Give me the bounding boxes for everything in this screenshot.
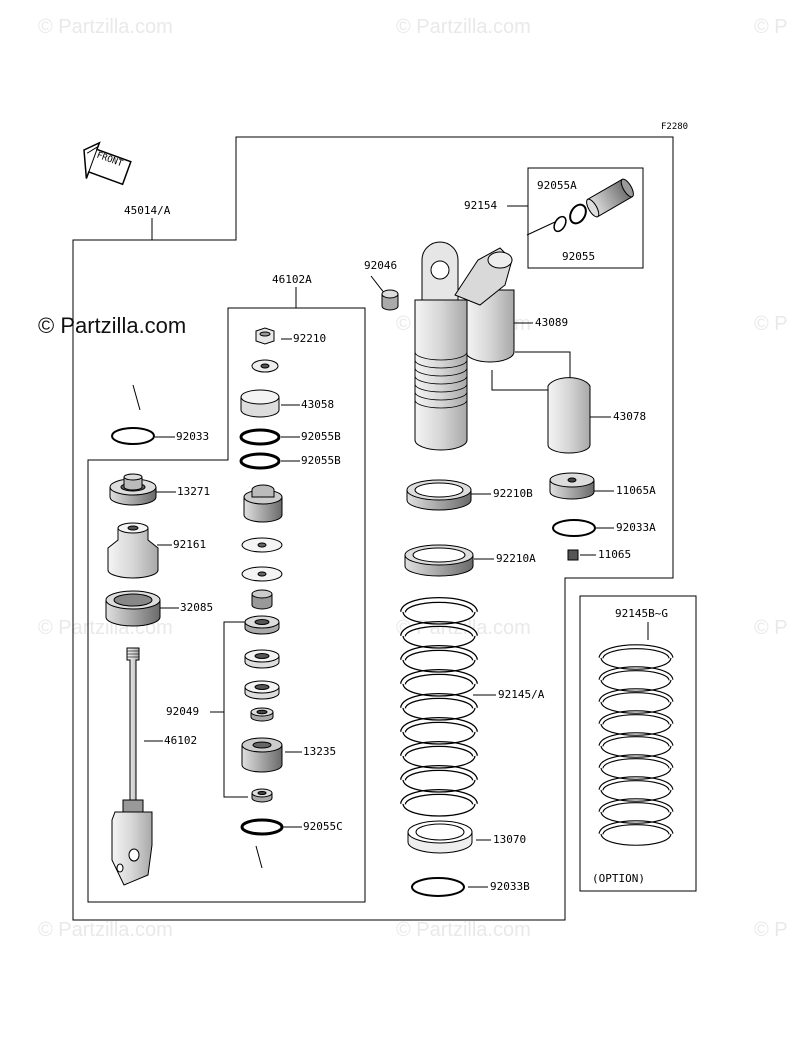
part-label-92033A: 92033A: [616, 521, 656, 534]
watermark: © P: [754, 617, 788, 639]
watermark: © Partzilla.com: [38, 919, 173, 941]
part-label-43089: 43089: [535, 316, 569, 329]
part-label-92049: 92049: [166, 705, 200, 718]
bracket-92049: [223, 621, 248, 798]
part-label-92210B: 92210B: [493, 487, 533, 500]
part-label-43078: 43078: [613, 410, 647, 423]
part-label-92055A: 92055A: [537, 179, 577, 192]
part-label-46102: 46102: [164, 734, 198, 747]
part-label-92145A: 92145/A: [498, 688, 545, 701]
front-arrow-icon: [83, 141, 132, 186]
part-label-13271: 13271: [177, 485, 211, 498]
part-label-11065A: 11065A: [616, 484, 656, 497]
part-label-46102A: 46102A: [272, 273, 312, 286]
watermark: © Partzilla.com: [396, 16, 531, 38]
main-spring: [400, 597, 478, 806]
part-label-92161: 92161: [173, 538, 207, 551]
part-label-92055: 92055: [562, 250, 596, 263]
diagram-code: F2280: [661, 122, 689, 132]
part-label-32085: 32085: [180, 601, 214, 614]
part-label-92210: 92210: [293, 332, 327, 345]
option-label: (OPTION): [592, 872, 645, 885]
watermark: © P: [754, 919, 788, 941]
part-label-43058: 43058: [301, 398, 335, 411]
watermark: © P: [754, 313, 788, 335]
part-label-13235: 13235: [303, 745, 337, 758]
frame-46102A: [87, 307, 366, 903]
part-label-45014A: 45014/A: [124, 204, 171, 217]
watermark: © Partzilla.com: [396, 919, 531, 941]
frame-45014A: [72, 136, 674, 921]
damper-rod-parts: [239, 327, 284, 836]
part-label-92033: 92033: [176, 430, 210, 443]
part-label-92046: 92046: [364, 259, 398, 272]
part-label-11065: 11065: [598, 548, 632, 561]
frame-92154: [527, 167, 644, 269]
part-label-92055B: 92055B: [301, 430, 341, 443]
frame-option: [579, 595, 697, 892]
part-label-92210A: 92210A: [496, 552, 536, 565]
part-label-92055C: 92055C: [303, 820, 343, 833]
watermark: © Partzilla.com: [38, 16, 173, 38]
part-label-92154: 92154: [464, 199, 498, 212]
part-label-13070: 13070: [493, 833, 527, 846]
part-label-92055B: 92055B: [301, 454, 341, 467]
shock-body: [381, 178, 634, 897]
watermark: © P: [754, 16, 788, 38]
part-label-92145BG: 92145B~G: [615, 607, 668, 620]
rod-and-seals: [105, 427, 161, 886]
watermark-main: © Partzilla.com: [38, 313, 187, 338]
option-spring: [598, 644, 674, 836]
part-label-92033B: 92033B: [490, 880, 530, 893]
